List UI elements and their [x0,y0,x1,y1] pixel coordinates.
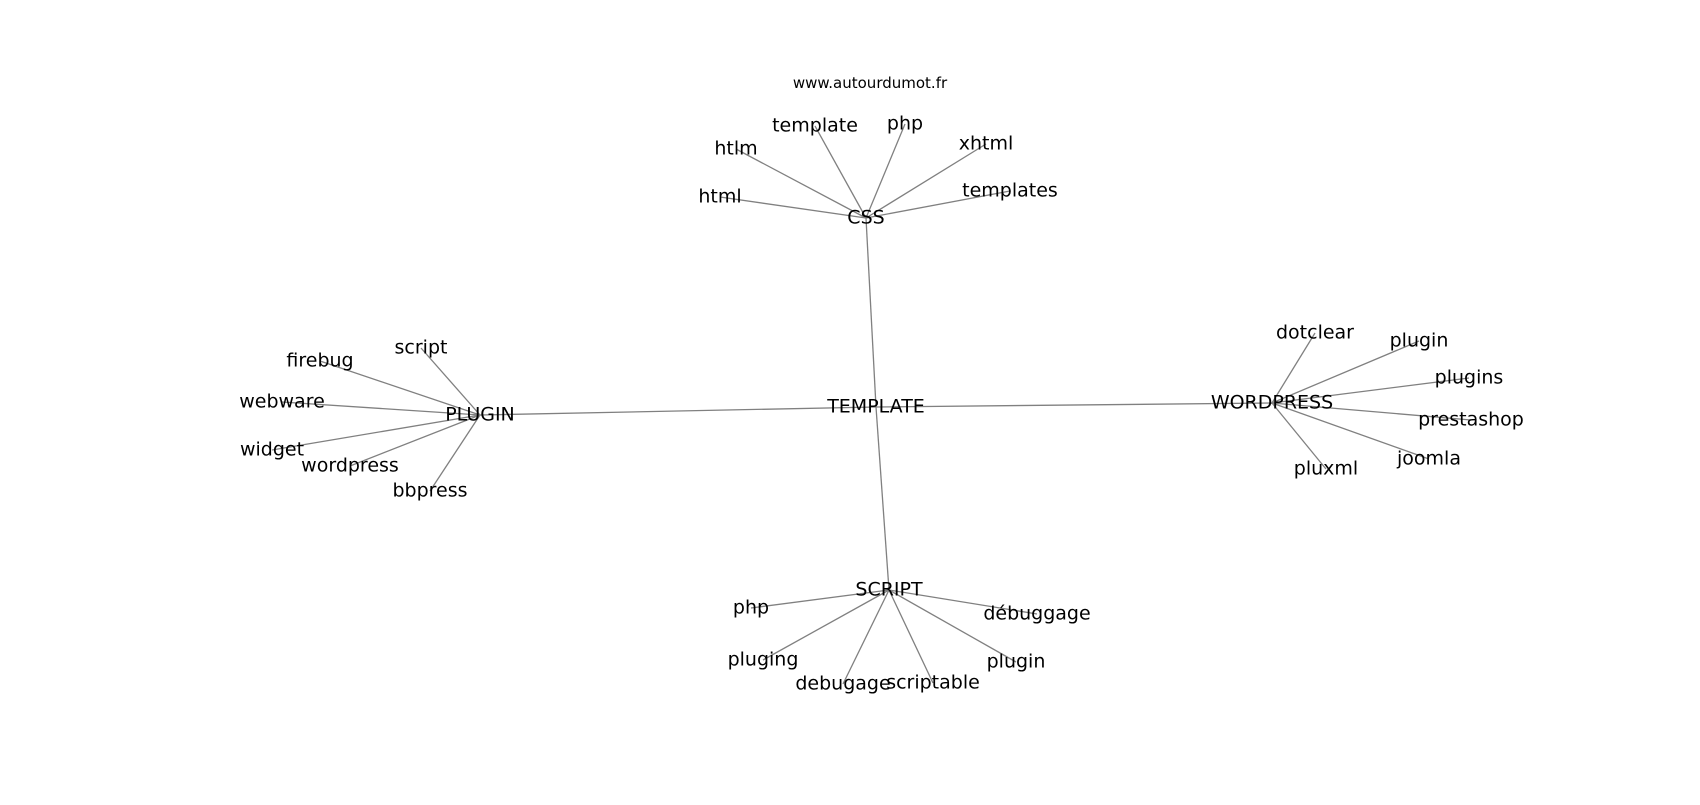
edge-css-templates [865,190,1011,219]
edge-script-pluging [762,589,890,661]
leaf-node-plugin-webware: webware [239,391,325,413]
leaf-node-script-plugin: plugin [987,651,1046,673]
edge-plugin-firebug [319,360,481,416]
edge-script-plugin [888,589,1017,663]
edge-plugin-widget [271,414,481,451]
edge-plugin-wordpress [349,414,481,467]
edge-root-script [875,406,890,591]
edge-script-scriptable [888,589,934,684]
edge-css-php [865,123,906,219]
leaf-node-plugin-widget: widget [240,439,304,461]
hub-node-plugin: PLUGIN [445,404,515,426]
leaf-node-wordpress-prestashop: prestashop [1418,409,1524,431]
leaf-node-script-scriptable: scriptable [886,672,980,694]
leaf-node-css-templates: templates [962,180,1058,202]
edge-wordpress-joomla [1271,402,1430,460]
edge-plugin-webware [281,401,481,416]
edge-root-css [865,217,877,408]
leaf-node-wordpress-joomla: joomla [1396,448,1461,470]
edge-css-template [814,125,867,219]
graph-labels: www.autourdumot.fr TEMPLATECSShtmlhtlmte… [239,74,1524,695]
edge-wordpress-plugins [1271,377,1470,404]
source-label: www.autourdumot.fr [793,74,948,92]
edge-script-debuggage [888,589,1038,615]
leaf-node-css-htlm: htlm [714,138,757,160]
edge-wordpress-plugin [1271,340,1420,404]
root-node-label: TEMPLATE [826,396,925,418]
leaf-node-script-debuggage: débuggage [983,603,1090,625]
edge-css-html [719,196,867,219]
leaf-node-wordpress-pluxml: pluxml [1294,458,1358,480]
edge-css-htlm [735,148,867,219]
edge-plugin-bbpress [429,414,481,492]
edge-script-php [750,589,890,609]
leaf-node-css-xhtml: xhtml [959,133,1014,155]
edge-wordpress-dotclear [1271,332,1316,404]
leaf-node-wordpress-plugin: plugin [1390,330,1449,352]
hub-node-css: CSS [847,207,884,229]
leaf-node-plugin-wordpress: wordpress [301,455,399,477]
hub-node-wordpress: WORDPRESS [1211,392,1333,414]
leaf-node-script-php: php [733,597,769,619]
leaf-node-plugin-firebug: firebug [286,350,353,372]
edge-plugin-script [420,347,481,416]
leaf-node-plugin-script: script [395,337,448,359]
leaf-node-plugin-bbpress: bbpress [392,480,467,502]
edge-wordpress-pluxml [1271,402,1327,470]
hub-node-script: SCRIPT [855,579,923,601]
leaf-node-wordpress-plugins: plugins [1435,367,1504,389]
leaf-node-css-template: template [772,115,858,137]
edge-wordpress-prestashop [1271,402,1472,421]
leaf-node-script-pluging: pluging [728,649,799,671]
leaf-node-css-php: php [887,113,923,135]
graph-edges [271,123,1472,685]
leaf-node-wordpress-dotclear: dotclear [1276,322,1354,344]
edge-root-wordpress [875,402,1273,408]
edge-script-debugage [842,589,890,685]
edge-root-plugin [479,406,877,416]
leaf-node-script-debugage: debugage [795,673,890,695]
edge-css-xhtml [865,143,987,219]
leaf-node-css-html: html [698,186,741,208]
